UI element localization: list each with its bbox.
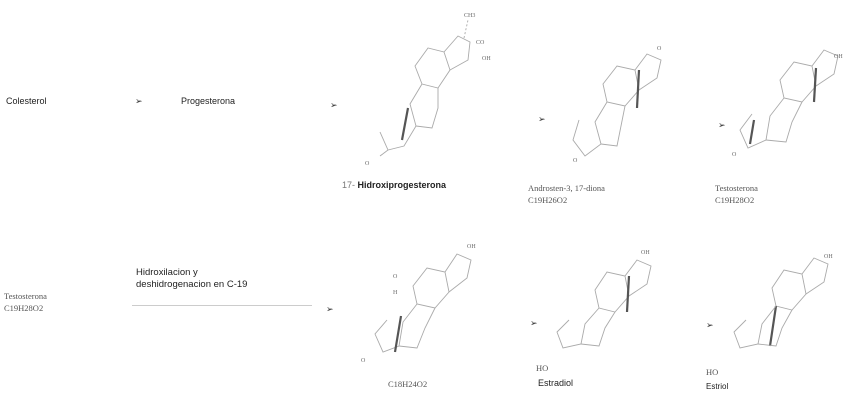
atom-oh: OH: [482, 56, 491, 62]
process-underline: [132, 305, 312, 306]
compound-3-name: Testosterona: [715, 183, 758, 193]
atom-hc: H: [393, 290, 398, 296]
row2-start-formula: C19H28O2: [4, 303, 44, 313]
atom-oh: OH: [641, 250, 650, 256]
atom-o-top: O: [657, 46, 662, 52]
process-line-2: deshidrogenacion en C-19: [136, 279, 248, 290]
compound-1-name: 17- Hidroxiprogesterona: [342, 180, 446, 190]
arrow-5: ➢: [326, 304, 334, 314]
compound-2-name: Androsten-3, 17-diona: [528, 183, 605, 193]
estradiol-label: Estradiol: [538, 378, 574, 388]
estriol-ho: HO: [706, 367, 719, 377]
arrow-3: ➢: [538, 114, 546, 124]
atom-o-bottom: O: [361, 358, 366, 364]
compound-3-formula: C19H28O2: [715, 195, 755, 205]
atom-co: CO: [476, 40, 485, 46]
estriol-label: Estriol: [706, 382, 729, 391]
atom-ch3: CH3: [464, 13, 475, 19]
estradiol-structure: OH: [556, 250, 652, 349]
atom-o: O: [365, 161, 370, 167]
arrow-6: ➢: [530, 318, 538, 328]
atom-o-bottom: O: [573, 158, 578, 164]
atom-o: O: [393, 274, 398, 280]
atom-o: O: [732, 152, 737, 158]
progesterone-label: Progesterona: [181, 96, 236, 106]
atom-oh: OH: [834, 54, 843, 60]
intermediate-formula: C18H24O2: [388, 379, 428, 389]
process-line-1: Hidroxilacion y: [136, 267, 198, 278]
atom-oh: OH: [824, 254, 833, 260]
compound-1-label: Hidroxiprogesterona: [357, 180, 447, 190]
arrow-2: ➢: [330, 100, 338, 110]
hydroxyprogesterone-structure: CH3 CO OH O: [365, 13, 491, 167]
estriol-structure: OH: [733, 254, 833, 349]
arrow-7: ➢: [706, 320, 714, 330]
arrow-4: ➢: [718, 120, 726, 130]
row2-start-name: Testosterona: [4, 291, 47, 301]
cholesterol-label: Colesterol: [6, 96, 47, 106]
compound-2-formula: C19H26O2: [528, 195, 568, 205]
testosterone-structure: OH O: [732, 49, 843, 158]
atom-oh: OH: [467, 244, 476, 250]
androstenedione-structure: O O: [572, 46, 662, 164]
intermediate-structure: OH O H O: [361, 244, 476, 364]
compound-1-prefix: 17-: [342, 180, 356, 190]
arrow-1: ➢: [135, 96, 143, 106]
estradiol-ho: HO: [536, 363, 549, 373]
